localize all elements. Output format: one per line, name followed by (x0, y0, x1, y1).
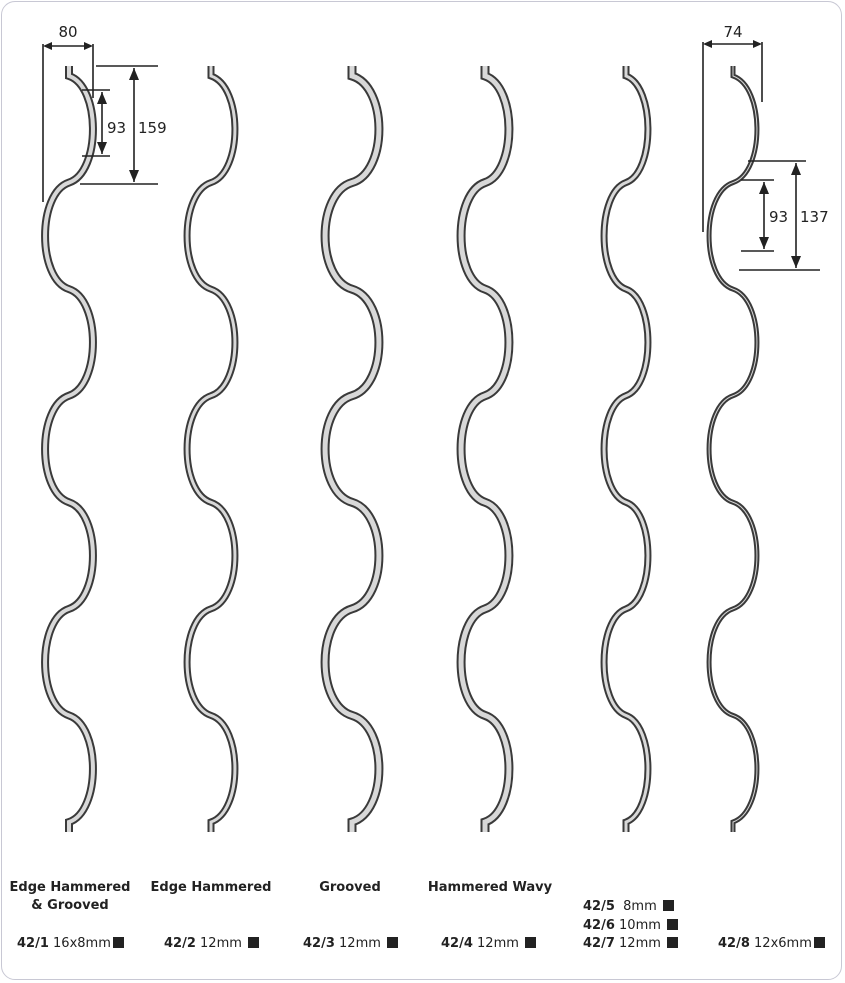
bar-42-5-profile (600, 66, 652, 832)
square-section-icon (387, 937, 399, 948)
dimension-left (42, 42, 158, 202)
bar-42-1-highlight (43, 66, 95, 832)
square-section-icon (112, 937, 124, 948)
bar-42-4-highlight (458, 66, 512, 832)
bar-42-2-profile (183, 66, 239, 832)
bar-42-2-code: 42/2 12mm (164, 934, 260, 953)
square-section-icon (667, 937, 679, 948)
bar-42-3-code: 42/3 12mm (303, 934, 399, 953)
square-section-icon (662, 900, 674, 911)
bar-42-8-code: 42/8 12x6mm (718, 934, 825, 953)
dimension-right (702, 40, 820, 271)
left-outer-height-label: 159 (138, 119, 167, 137)
right-width-label: 74 (723, 23, 742, 41)
bar-42-2-highlight (185, 66, 237, 832)
right-inner-height-label: 93 (769, 208, 788, 226)
square-section-icon (667, 919, 679, 930)
bar-42-4-name: Hammered Wavy (427, 880, 553, 895)
square-section-icon (525, 937, 537, 948)
bar-42-3-highlight (322, 66, 382, 832)
bar-42-5-code: 42/5 8mm (583, 897, 674, 916)
square-section-icon (248, 937, 260, 948)
bar-42-4-code: 42/4 12mm (441, 934, 537, 953)
left-inner-height-label: 93 (107, 119, 126, 137)
left-width-label: 80 (58, 23, 77, 41)
bar-42-1-code: 42/1 16x8mm (17, 934, 124, 953)
bar-42-7-code: 42/7 12mm (583, 934, 679, 953)
bar-42-5-highlight (602, 66, 650, 832)
bar-42-8-highlight (708, 66, 758, 832)
bar-42-1-name: Edge Hammered & Grooved (9, 880, 131, 913)
bar-42-6-code: 42/6 10mm (583, 916, 679, 935)
bar-42-8-profile (706, 66, 760, 832)
square-section-icon (813, 937, 825, 948)
right-outer-height-label: 137 (800, 208, 829, 226)
bar-42-3-name: Grooved (319, 880, 381, 895)
bar-42-2-name: Edge Hammered (150, 880, 272, 895)
